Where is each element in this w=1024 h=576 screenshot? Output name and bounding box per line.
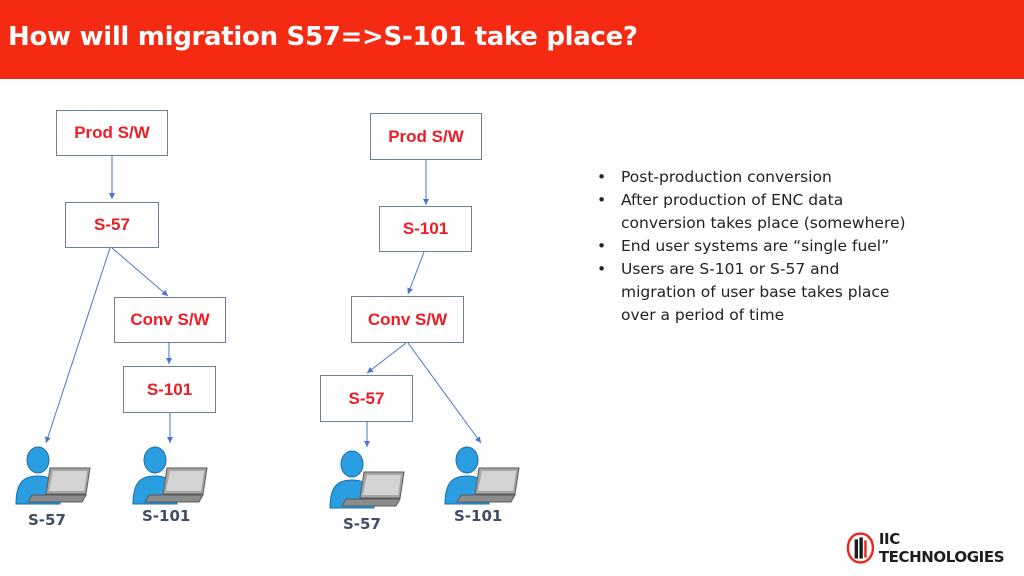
left-user-s101-label: S-101 bbox=[142, 507, 191, 525]
arrow-s101-to-conv-right bbox=[407, 251, 425, 295]
bullet-item: Users are S-101 or S-57 and migration of… bbox=[597, 258, 917, 327]
bullet-list: Post-production conversion After product… bbox=[597, 166, 917, 327]
right-user-s57-label: S-57 bbox=[343, 515, 381, 533]
arrow-conv-to-user-right bbox=[407, 342, 482, 444]
user-computer-icon bbox=[444, 446, 520, 505]
right-prod-sw-box: Prod S/W bbox=[370, 113, 482, 160]
bullet-item: End user systems are “single fuel” bbox=[597, 235, 917, 258]
left-s101-box: S-101 bbox=[123, 366, 216, 413]
user-computer-icon bbox=[15, 446, 91, 505]
bullet-item: Post-production conversion bbox=[597, 166, 917, 189]
arrow-s57-to-user-left bbox=[45, 247, 111, 444]
slide-title: How will migration S57=>S-101 take place… bbox=[8, 22, 638, 52]
logo-text: IIC TECHNOLOGIES bbox=[878, 530, 1005, 566]
right-s57-box: S-57 bbox=[320, 375, 413, 422]
left-prod-sw-box: Prod S/W bbox=[56, 110, 168, 156]
left-s57-box: S-57 bbox=[65, 202, 159, 248]
left-conv-sw-box: Conv S/W bbox=[114, 297, 226, 343]
title-bar: How will migration S57=>S-101 take place… bbox=[0, 0, 1024, 79]
user-computer-icon bbox=[329, 450, 405, 509]
right-s101-box: S-101 bbox=[379, 206, 472, 252]
arrow-conv-to-s57-right bbox=[366, 342, 407, 374]
user-computer-icon bbox=[132, 446, 208, 505]
arrow-s57-to-conv-left bbox=[111, 247, 169, 297]
left-user-s57-label: S-57 bbox=[28, 511, 66, 529]
bullet-item: After production of ENC data conversion … bbox=[597, 189, 917, 235]
logo-mark-icon bbox=[846, 532, 875, 564]
right-conv-sw-box: Conv S/W bbox=[351, 296, 464, 343]
right-user-s101-label: S-101 bbox=[454, 507, 503, 525]
company-logo: IIC TECHNOLOGIES bbox=[846, 530, 1024, 566]
